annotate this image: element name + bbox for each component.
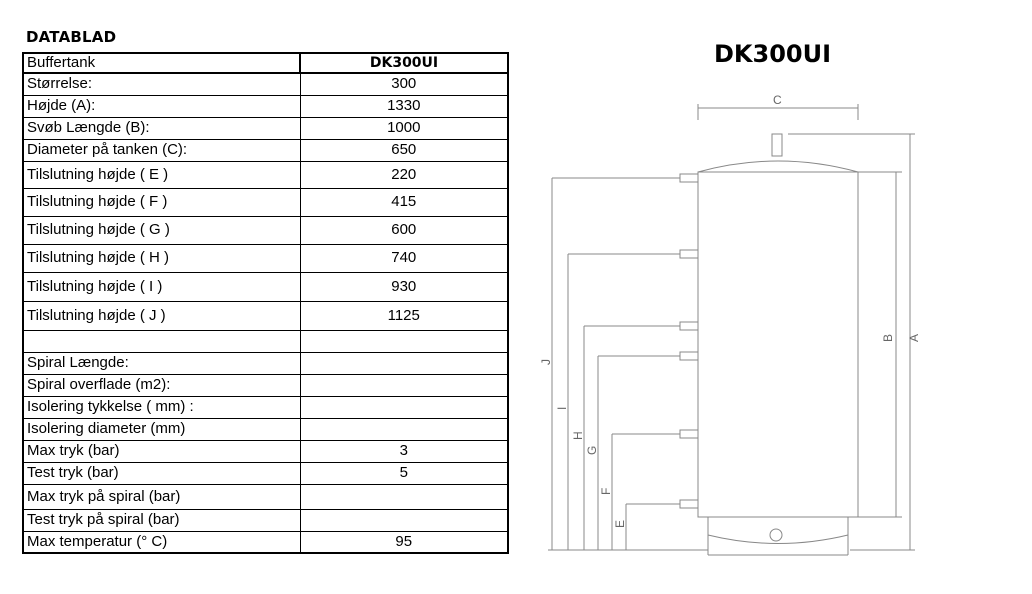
drain-outlet bbox=[769, 528, 783, 542]
row-value: 95 bbox=[299, 530, 509, 554]
row-value bbox=[299, 373, 509, 397]
tank-body bbox=[697, 171, 859, 518]
row-value: 5 bbox=[299, 461, 509, 485]
row-value: 1330 bbox=[299, 94, 509, 118]
row-value: 300 bbox=[299, 72, 509, 96]
row-value: 1000 bbox=[299, 116, 509, 140]
label-f: F bbox=[599, 488, 613, 495]
table-row: Max tryk (bar)3 bbox=[22, 439, 509, 463]
row-label: Tilslutning højde ( E ) bbox=[22, 160, 301, 189]
table-row bbox=[22, 329, 509, 353]
row-value: 930 bbox=[299, 271, 509, 302]
table-row: Tilslutning højde ( J )1125 bbox=[22, 300, 509, 331]
tank-base bbox=[707, 517, 849, 544]
row-value: 740 bbox=[299, 243, 509, 273]
row-value: 3 bbox=[299, 439, 509, 463]
table-row: Max temperatur (° C)95 bbox=[22, 530, 509, 554]
row-label: Svøb Længde (B): bbox=[22, 116, 301, 140]
row-label: Tilslutning højde ( G ) bbox=[22, 215, 301, 245]
row-value bbox=[299, 351, 509, 375]
table-row: Tilslutning højde ( H )740 bbox=[22, 243, 509, 273]
row-value bbox=[299, 395, 509, 419]
nozzle-i bbox=[679, 249, 699, 259]
row-label: Test tryk på spiral (bar) bbox=[22, 508, 301, 532]
table-row: Svøb Længde (B):1000 bbox=[22, 116, 509, 140]
table-row: Test tryk på spiral (bar) bbox=[22, 508, 509, 532]
row-label: Spiral overflade (m2): bbox=[22, 373, 301, 397]
nozzle-e bbox=[679, 499, 699, 509]
label-g: G bbox=[585, 446, 599, 455]
nozzle-j bbox=[679, 173, 699, 183]
row-label: Max tryk (bar) bbox=[22, 439, 301, 463]
row-label: Tilslutning højde ( F ) bbox=[22, 187, 301, 217]
table-row: Tilslutning højde ( I )930 bbox=[22, 271, 509, 302]
tank-dome bbox=[697, 160, 859, 173]
label-h: H bbox=[571, 431, 585, 440]
label-j: J bbox=[540, 359, 553, 365]
row-label: Max temperatur (° C) bbox=[22, 530, 301, 554]
header-label: Buffertank bbox=[22, 52, 301, 74]
row-label: Diameter på tanken (C): bbox=[22, 138, 301, 162]
row-value bbox=[299, 483, 509, 510]
nozzle-g bbox=[679, 351, 699, 361]
nozzle-f bbox=[679, 429, 699, 439]
row-label: Højde (A): bbox=[22, 94, 301, 118]
row-label: Max tryk på spiral (bar) bbox=[22, 483, 301, 510]
table-row: Isolering diameter (mm) bbox=[22, 417, 509, 441]
table-row: Tilslutning højde ( F )415 bbox=[22, 187, 509, 217]
table-row: Størrelse:300 bbox=[22, 72, 509, 96]
header-model: DK300UI bbox=[299, 52, 509, 74]
diagram-title: DK300UI bbox=[714, 40, 832, 68]
row-label: Test tryk (bar) bbox=[22, 461, 301, 485]
table-row: Tilslutning højde ( E )220 bbox=[22, 160, 509, 189]
table-row: Max tryk på spiral (bar) bbox=[22, 483, 509, 510]
top-pipe bbox=[771, 133, 783, 157]
row-value: 220 bbox=[299, 160, 509, 189]
row-value: 1125 bbox=[299, 300, 509, 331]
row-label: Spiral Længde: bbox=[22, 351, 301, 375]
row-label: Størrelse: bbox=[22, 72, 301, 96]
label-a: A bbox=[907, 334, 921, 342]
table-row: Tilslutning højde ( G )600 bbox=[22, 215, 509, 245]
row-label: Tilslutning højde ( J ) bbox=[22, 300, 301, 331]
row-value bbox=[299, 508, 509, 532]
table-header-row: Buffertank DK300UI bbox=[22, 52, 509, 74]
row-value: 415 bbox=[299, 187, 509, 217]
row-value: 600 bbox=[299, 215, 509, 245]
row-label: Isolering diameter (mm) bbox=[22, 417, 301, 441]
nozzle-h bbox=[679, 321, 699, 331]
row-value bbox=[299, 329, 509, 353]
table-row: Højde (A):1330 bbox=[22, 94, 509, 118]
table-row: Test tryk (bar)5 bbox=[22, 461, 509, 485]
table-row: Diameter på tanken (C):650 bbox=[22, 138, 509, 162]
row-value bbox=[299, 417, 509, 441]
row-label: Tilslutning højde ( I ) bbox=[22, 271, 301, 302]
label-i: I bbox=[555, 407, 569, 410]
row-label: Isolering tykkelse ( mm) : bbox=[22, 395, 301, 419]
label-e: E bbox=[613, 520, 627, 528]
datasheet-heading: DATABLAD bbox=[26, 28, 117, 46]
label-c: C bbox=[773, 93, 782, 107]
table-row: Spiral overflade (m2): bbox=[22, 373, 509, 397]
row-value: 650 bbox=[299, 138, 509, 162]
tank-diagram: C A B J I H G F E bbox=[540, 93, 921, 556]
row-label: Tilslutning højde ( H ) bbox=[22, 243, 301, 273]
table-row: Spiral Længde: bbox=[22, 351, 509, 375]
row-label bbox=[22, 329, 301, 353]
table-row: Isolering tykkelse ( mm) : bbox=[22, 395, 509, 419]
label-b: B bbox=[881, 334, 895, 342]
